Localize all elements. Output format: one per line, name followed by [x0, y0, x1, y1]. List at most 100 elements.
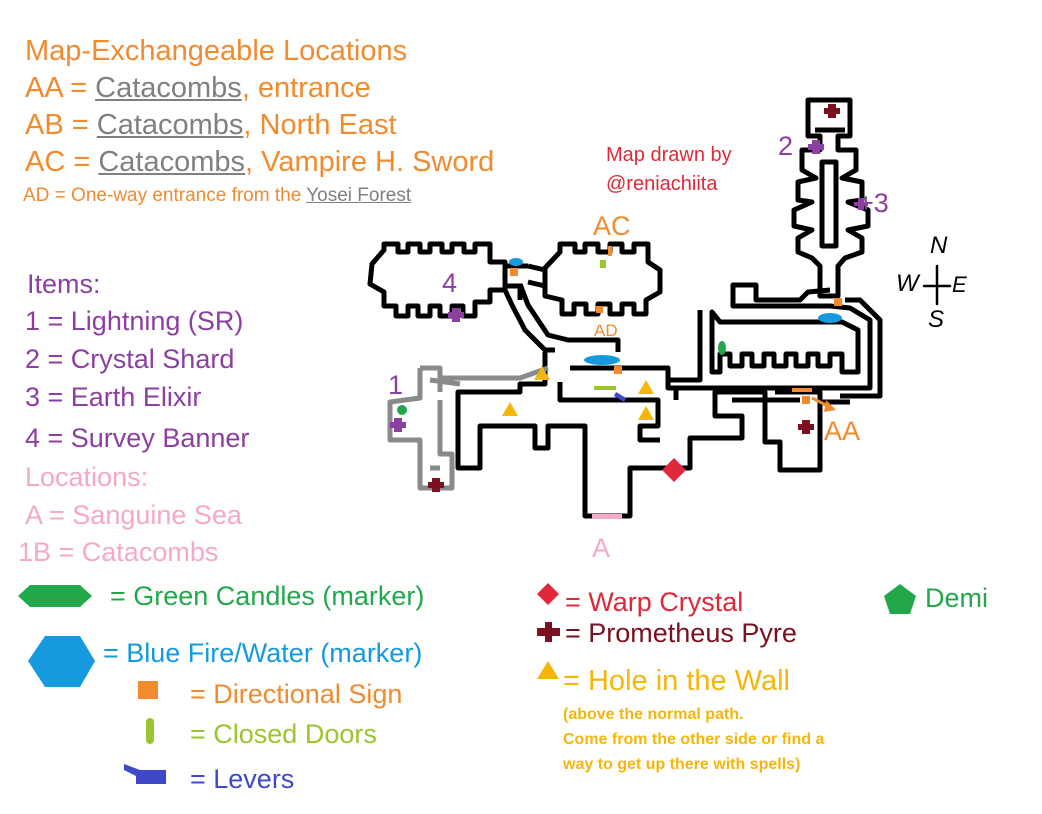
map-label-item-4: 4 — [442, 268, 458, 298]
location-a: A = Sanguine Sea — [25, 500, 242, 530]
green-candle-marker — [397, 405, 407, 415]
ac-suffix: , Vampire H. Sword — [245, 146, 495, 178]
directional-sign-marker — [608, 246, 612, 256]
compass-east: E — [952, 272, 967, 297]
hole-in-wall-icon — [537, 661, 559, 679]
lever-icon — [124, 764, 166, 784]
arrow-to-aa-head — [824, 400, 836, 412]
closed-door-icon — [146, 718, 154, 744]
location-1b: 1B = Catacombs — [18, 537, 219, 567]
wing-west-gray — [387, 365, 549, 491]
map-gray-wing — [387, 365, 549, 491]
item-markers — [390, 140, 868, 432]
room-center-comb — [542, 241, 663, 317]
pyre-marker — [824, 104, 840, 118]
area-a-exit-marker — [592, 514, 622, 519]
credit-line-1: Map drawn by — [606, 144, 732, 166]
legend-icons — [18, 583, 916, 784]
pyre-marker — [798, 420, 814, 434]
item-2: 2 = Crystal Shard — [25, 344, 235, 374]
corridor-east-upper — [670, 310, 703, 383]
blue-fire-marker — [584, 355, 620, 365]
hall-east-comb — [670, 282, 873, 391]
map-label-ac: AC — [593, 211, 631, 241]
closed-door-marker — [594, 386, 616, 390]
ad-legend-line: AD = One-way entrance from the Yosei For… — [23, 186, 411, 205]
corridor-descent — [502, 283, 621, 353]
item-marker — [390, 418, 406, 432]
warp-crystal-icon — [537, 583, 559, 605]
compass-rose — [922, 264, 952, 306]
green-candle-icon — [18, 585, 92, 607]
map-label-ad: AD — [594, 321, 618, 340]
green-candle-marker — [718, 341, 726, 355]
ad-prefix: AD = One-way entrance from the — [23, 185, 307, 206]
aa-prefix: AA = — [25, 72, 96, 104]
map-markers — [397, 246, 842, 519]
directional-sign-marker — [596, 306, 603, 313]
map-label-aa: AA — [824, 416, 861, 446]
locations-heading: Locations: — [25, 462, 149, 492]
legend-warp-crystal: = Warp Crystal — [565, 587, 744, 617]
closed-door-marker — [600, 260, 606, 268]
credit-line-2: @reniachiita — [606, 173, 718, 195]
demi-icon — [884, 584, 916, 614]
tower-north — [791, 97, 871, 299]
ab-place-link[interactable]: Catacombs — [96, 109, 244, 141]
compass-north: N — [930, 232, 948, 259]
legend-closed-doors: = Closed Doors — [190, 719, 377, 749]
prometheus-pyre-icon — [537, 622, 560, 642]
compass-south: S — [928, 306, 945, 333]
room-west-comb — [367, 241, 508, 319]
compass-west: W — [896, 270, 919, 297]
item-3: 3 = Earth Elixir — [25, 382, 202, 412]
warp-crystal-marker — [662, 458, 686, 482]
directional-sign-marker — [792, 388, 812, 392]
blue-fire-icon — [28, 636, 95, 687]
hole-note-2: Come from the other side or find a — [563, 731, 825, 748]
legend-blue-fire: = Blue Fire/Water (marker) — [103, 638, 423, 668]
ab-legend-line: AB = Catacombs, North East — [25, 111, 397, 140]
directional-sign-marker — [802, 396, 810, 404]
legend-levers: = Levers — [190, 764, 295, 794]
legend-hole-in-wall: = Hole in the Wall — [563, 665, 791, 697]
ab-suffix: , North East — [243, 109, 397, 141]
hole-marker — [638, 380, 654, 394]
directional-sign-marker — [834, 298, 842, 306]
map-label-item-3: +3 — [858, 188, 889, 218]
ad-place-link[interactable]: Yosei Forest — [306, 185, 412, 206]
hole-marker — [502, 402, 518, 416]
ac-place-link[interactable]: Catacombs — [98, 146, 246, 178]
room-aa-box — [762, 389, 823, 473]
directional-sign-icon — [138, 681, 158, 699]
legend-demi: Demi — [925, 583, 989, 613]
aa-suffix: , entrance — [241, 72, 371, 104]
hall-central-inner — [557, 297, 883, 443]
legend-prometheus-pyre: = Prometheus Pyre — [565, 618, 797, 648]
ac-legend-line: AC = Catacombs, Vampire H. Sword — [25, 148, 494, 177]
pyre-marker — [428, 478, 444, 492]
prometheus-pyre-markers — [428, 104, 840, 492]
hole-marker — [534, 366, 550, 380]
tower-north-inner — [815, 127, 845, 249]
blue-fire-marker — [509, 258, 523, 266]
ab-prefix: AB = — [25, 109, 97, 141]
map-title: Map-Exchangeable Locations — [25, 35, 408, 67]
aa-legend-line: AA = Catacombs, entrance — [25, 74, 371, 103]
ac-prefix: AC = — [25, 146, 99, 178]
map-label-item-1: 1 — [388, 370, 404, 400]
item-1: 1 = Lightning (SR) — [25, 306, 244, 336]
map-walls — [367, 97, 883, 519]
directional-sign-marker — [614, 366, 622, 374]
hole-note-1: (above the normal path. — [563, 706, 744, 723]
aa-place-link[interactable]: Catacombs — [95, 72, 242, 104]
hole-marker — [638, 406, 654, 420]
map-label-a: A — [592, 533, 611, 563]
item-marker — [808, 140, 824, 154]
item-4: 4 = Survey Banner — [25, 423, 250, 453]
map-label-item-2: 2 — [778, 131, 794, 161]
lever-marker — [614, 392, 626, 402]
item-marker — [854, 198, 868, 210]
legend-green-candles: = Green Candles (marker) — [110, 581, 425, 611]
